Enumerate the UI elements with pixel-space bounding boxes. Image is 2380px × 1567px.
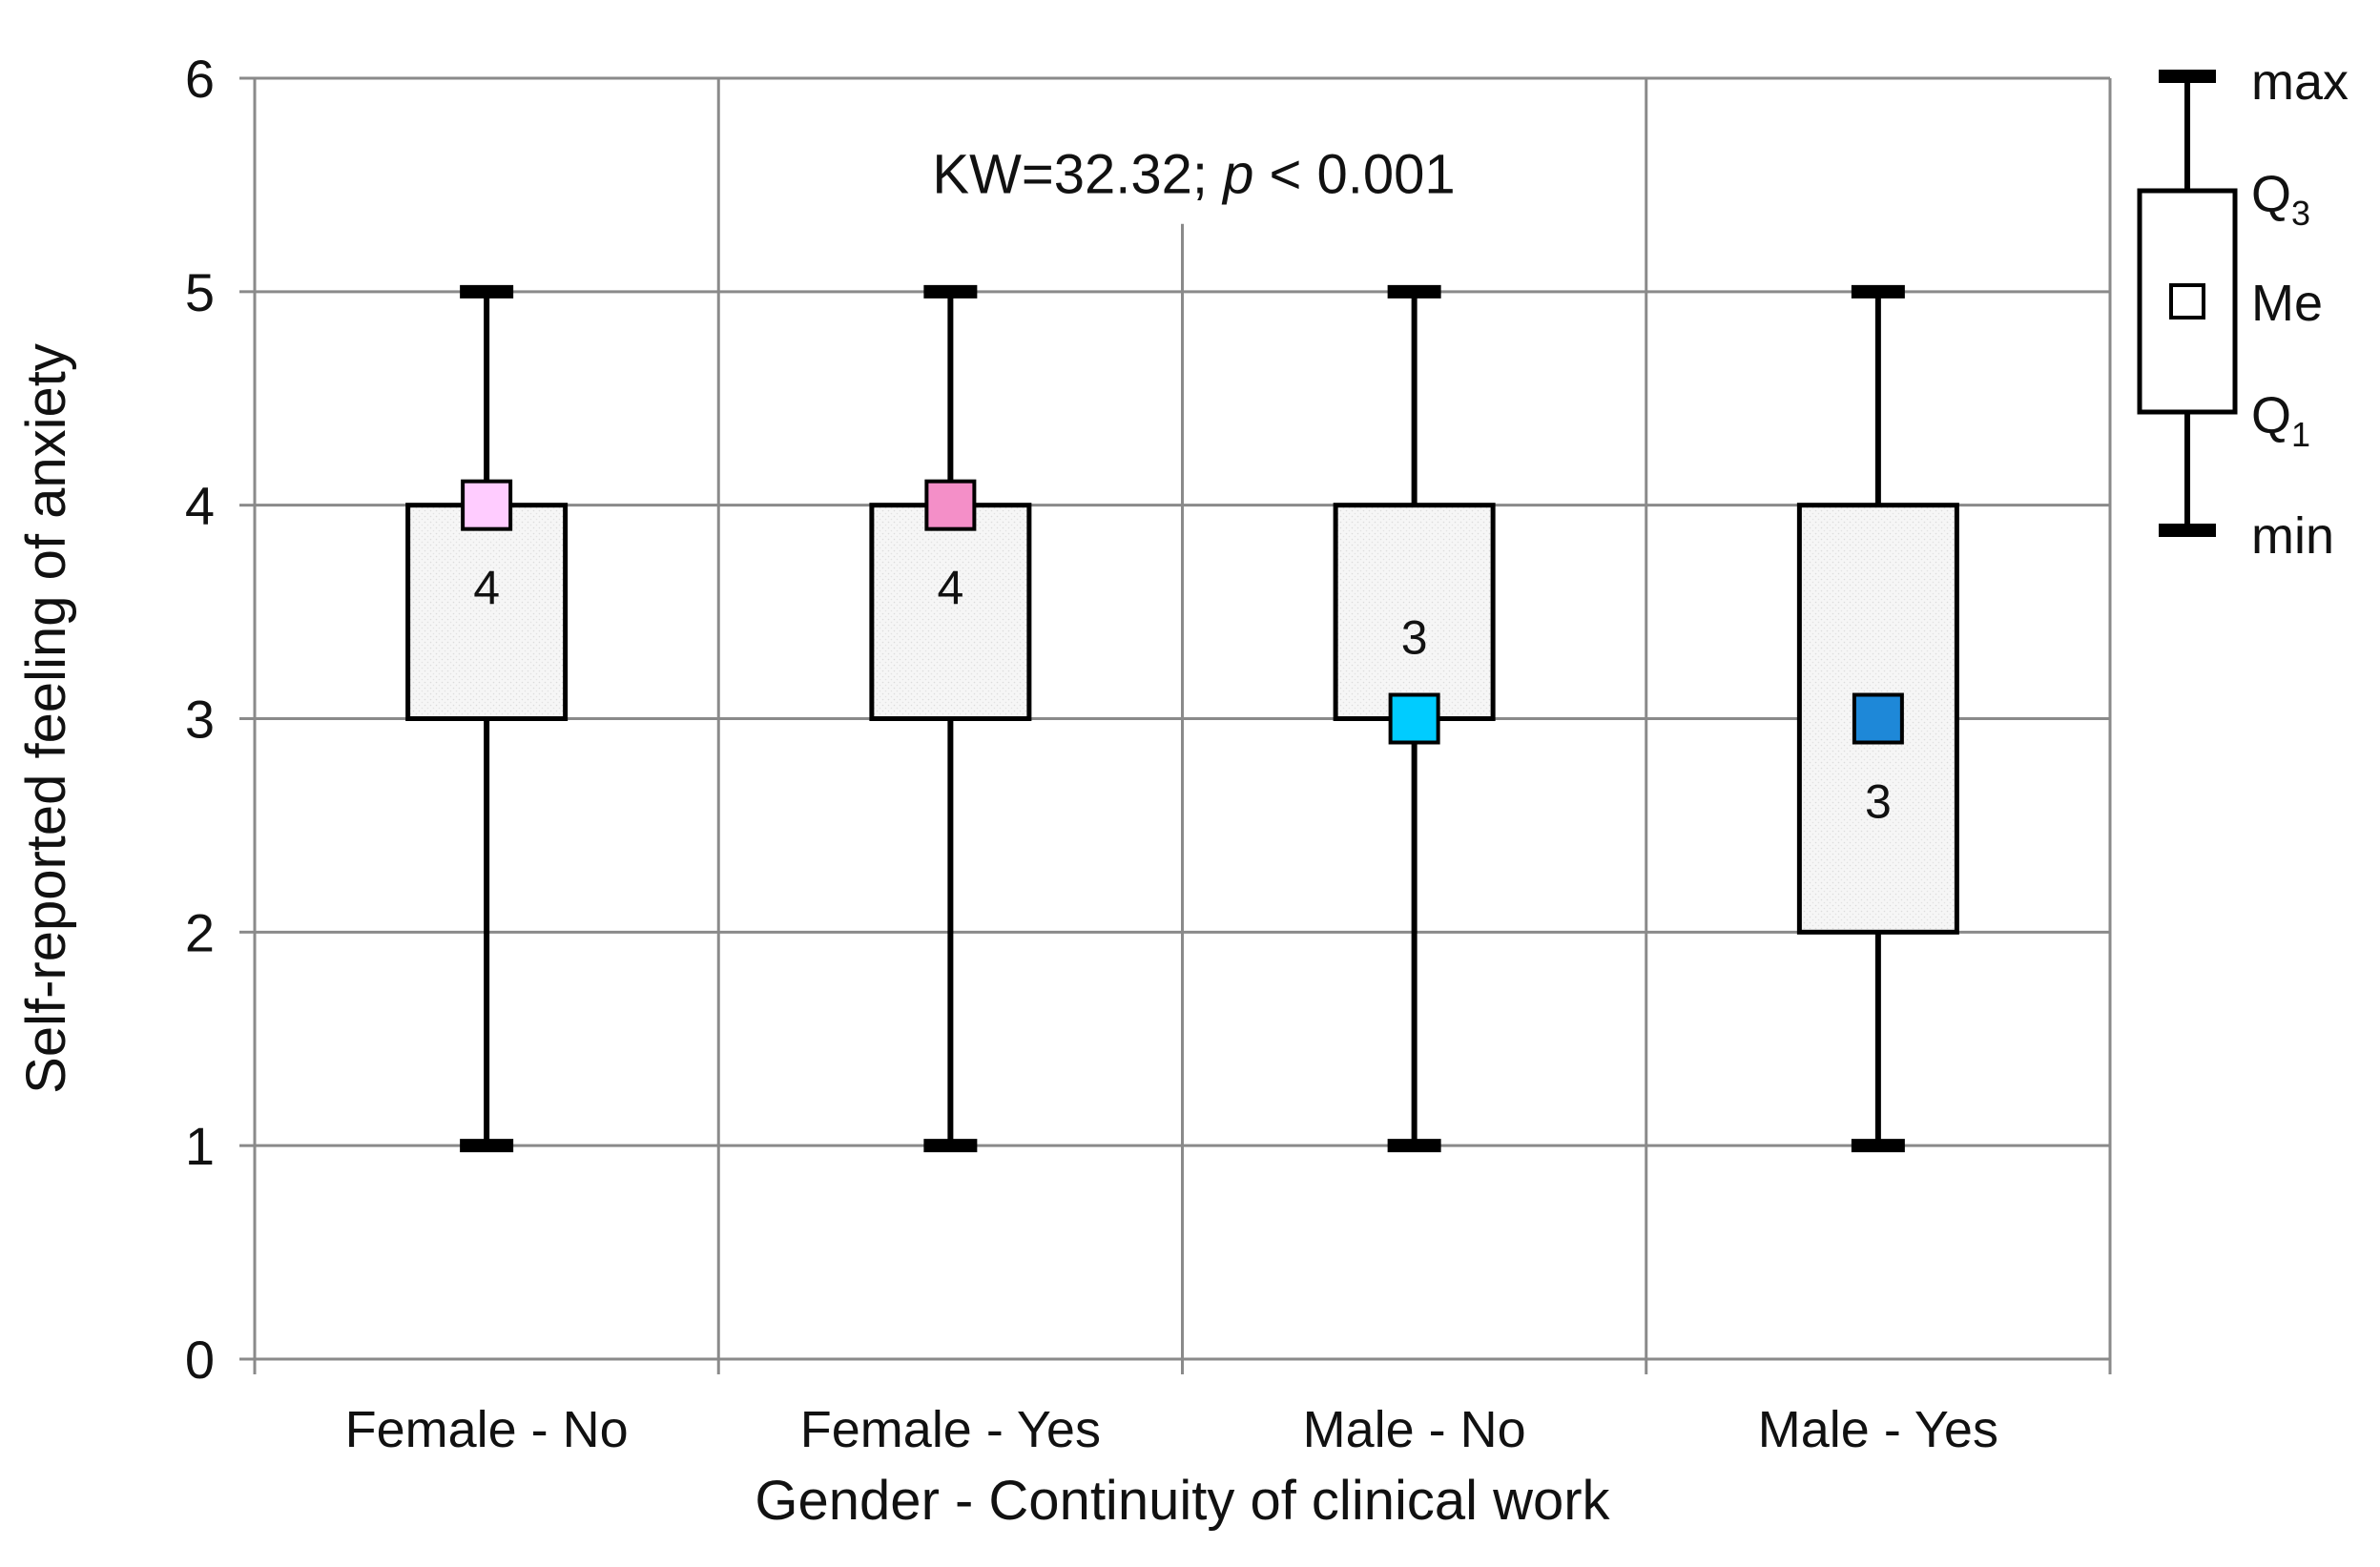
legend-median-label: Me bbox=[2251, 275, 2323, 332]
median-value-label: 3 bbox=[1865, 775, 1892, 829]
y-tick-label: 4 bbox=[185, 476, 215, 536]
box-group: 4 bbox=[869, 284, 1032, 1153]
box-group: 3 bbox=[1333, 284, 1496, 1153]
median-value-label: 4 bbox=[473, 562, 500, 615]
y-tick-label: 0 bbox=[185, 1330, 215, 1390]
y-axis-title: Self-reported feeling of anxiety bbox=[15, 343, 77, 1094]
y-tick-label: 2 bbox=[185, 902, 215, 962]
median-marker bbox=[461, 479, 513, 531]
median-marker bbox=[1852, 692, 1904, 745]
y-tick-label: 1 bbox=[185, 1116, 215, 1176]
median-value-label: 3 bbox=[1401, 611, 1428, 665]
axes: 0 1 2 3 4 5 6 bbox=[185, 49, 2110, 1390]
legend-min-label: min bbox=[2251, 507, 2334, 565]
legend-max-label: max bbox=[2251, 53, 2349, 111]
iqr-box bbox=[405, 503, 569, 722]
x-tick-label: Male - Yes bbox=[1758, 1401, 1998, 1458]
box-group: 3 bbox=[1796, 284, 1959, 1153]
y-tick-label: 3 bbox=[185, 690, 215, 750]
x-tick-label: Male - No bbox=[1303, 1401, 1526, 1458]
iqr-box bbox=[1333, 503, 1496, 722]
median-marker bbox=[1388, 692, 1440, 745]
legend-q3-label: Q3 bbox=[2251, 166, 2310, 233]
y-tick-label: 6 bbox=[185, 49, 215, 109]
box-group: 4 bbox=[405, 284, 569, 1153]
median-value-label: 4 bbox=[937, 562, 963, 615]
legend-q1-label: Q1 bbox=[2251, 387, 2310, 454]
x-tick-label: Female - Yes bbox=[800, 1401, 1101, 1458]
iqr-box bbox=[869, 503, 1032, 722]
x-axis-title: Gender - Continuity of clinical work bbox=[755, 1470, 1610, 1532]
legend-median-marker bbox=[2169, 283, 2205, 320]
annotation-text: KW=32.32; p < 0.001 bbox=[932, 144, 1455, 206]
y-tick-label: 5 bbox=[185, 262, 215, 322]
x-tick-label: Female - No bbox=[345, 1401, 629, 1458]
median-marker bbox=[924, 479, 977, 531]
boxes: 4 4 3 3 bbox=[405, 284, 1959, 1153]
